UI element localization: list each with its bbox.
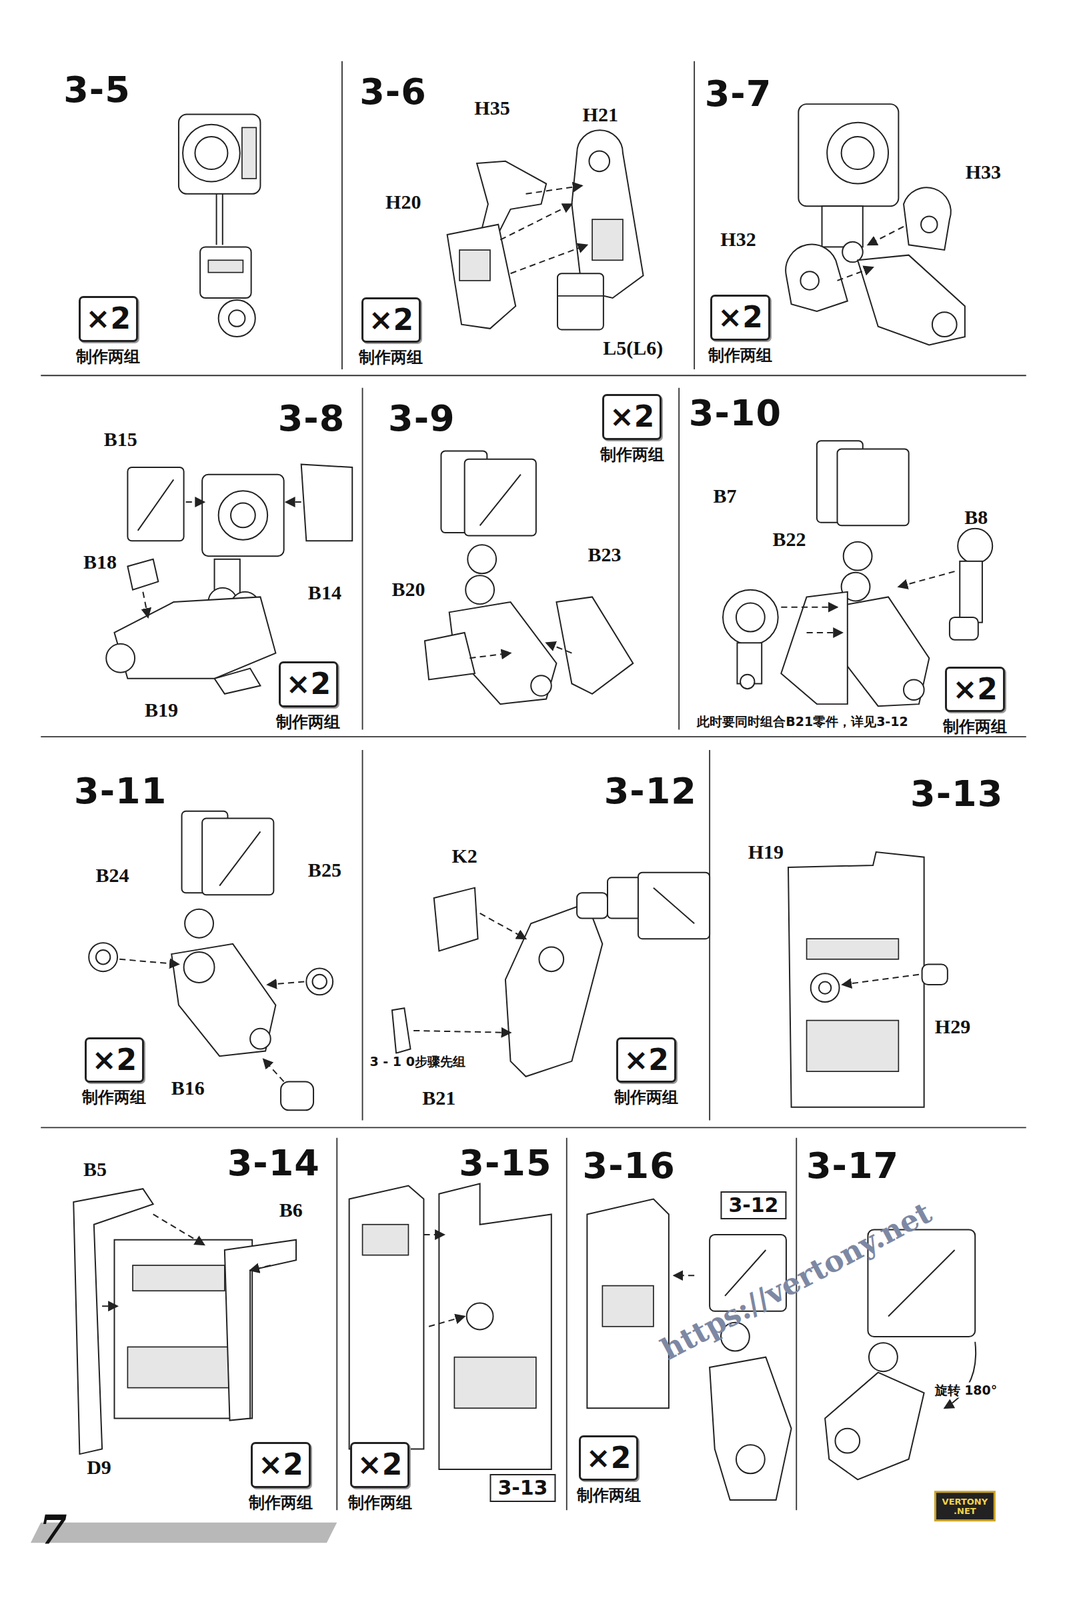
step-number: 3-17: [806, 1146, 899, 1186]
quantity-badge: ×2 制作两组: [76, 296, 141, 368]
step-number: 3-10: [688, 393, 782, 433]
part-label: H33: [963, 160, 1003, 183]
quantity-badge: ×2 制作两组: [600, 394, 665, 466]
quantity-mark: ×2: [278, 661, 339, 708]
quantity-badge: ×2 制作两组: [576, 1435, 641, 1508]
quantity-caption: 制作两组: [576, 1485, 641, 1507]
quantity-caption: 制作两组: [76, 346, 141, 368]
reference-number: 3-13: [489, 1474, 556, 1504]
step-number: 3-11: [74, 771, 167, 811]
quantity-caption: 制作两组: [942, 716, 1007, 738]
quantity-badge: ×2 制作两组: [348, 1442, 413, 1514]
reference-number: 3-12: [720, 1191, 787, 1221]
quantity-mark: ×2: [602, 394, 662, 441]
assembly-note: 3 - 1 0步骤先组: [368, 1054, 468, 1070]
part-label: H32: [718, 228, 758, 251]
quantity-badge: ×2制作两组: [358, 297, 423, 369]
step-number: 3-8: [278, 398, 346, 439]
step-reference: 3-12: [720, 1191, 787, 1221]
part-label: B20: [389, 578, 427, 601]
quantity-badge: ×2 制作两组: [276, 661, 341, 733]
part-label: H35: [472, 96, 512, 119]
step-number: 3-14: [227, 1144, 321, 1184]
step-number: 3-12: [604, 771, 697, 811]
part-label: B22: [770, 528, 809, 551]
step-number: 3-16: [582, 1146, 676, 1186]
part-label: L5(L6): [600, 336, 665, 359]
part-label: B8: [962, 505, 990, 528]
quantity-badge: ×2 制作两组: [82, 1037, 147, 1110]
step-number: 3-6: [359, 72, 427, 112]
logo-text: VERTONY .NET: [938, 1497, 992, 1518]
part-label: B23: [585, 543, 623, 566]
quantity-caption: 制作两组: [276, 711, 341, 733]
quantity-mark: ×2: [578, 1435, 639, 1482]
quantity-mark: ×2: [78, 296, 139, 343]
part-label: B19: [142, 698, 181, 721]
quantity-caption: 制作两组: [82, 1087, 147, 1109]
part-label: H20: [383, 190, 423, 213]
assembly-note: 旋转 180°: [932, 1383, 1000, 1399]
part-label: H21: [580, 103, 621, 126]
quantity-caption: 制作两组: [348, 1492, 413, 1514]
assembly-note: 此时要同时组合B21零件，详见3-12: [694, 714, 910, 730]
quantity-badge: ×2 制作两组: [248, 1442, 313, 1514]
step-number: 3-13: [910, 774, 1003, 814]
step-number: 3-5: [63, 70, 131, 110]
quantity-badge: ×2 制作两组: [614, 1037, 679, 1110]
part-label: B7: [711, 484, 739, 507]
part-label: H19: [746, 840, 786, 863]
step-number: 3-7: [704, 74, 773, 114]
quantity-mark: ×2: [710, 294, 770, 341]
quantity-mark: ×2: [350, 1442, 410, 1489]
part-label: B25: [306, 858, 344, 881]
quantity-badge: ×2 制作两组: [708, 294, 773, 367]
step-number: 3-15: [458, 1144, 552, 1184]
quantity-mark: ×2: [84, 1037, 145, 1084]
quantity-caption: 制作两组: [614, 1087, 679, 1109]
part-label: B14: [306, 581, 344, 604]
quantity-mark: ×2: [361, 297, 421, 344]
quantity-mark: ×2: [944, 666, 1005, 713]
part-label: H29: [932, 1014, 973, 1037]
part-label: K2: [449, 844, 479, 867]
step-reference: 3-13: [489, 1474, 556, 1504]
part-label: D9: [84, 1456, 114, 1479]
page-number: 7: [39, 1507, 68, 1552]
part-label: B16: [169, 1076, 207, 1099]
step-number: 3-9: [388, 398, 456, 439]
quantity-badge: ×2 制作两组: [942, 666, 1007, 739]
quantity-mark: ×2: [250, 1442, 311, 1489]
quantity-caption: 制作两组: [248, 1492, 313, 1514]
quantity-caption: 制作两组: [708, 344, 773, 367]
part-label: B21: [420, 1086, 458, 1109]
quantity-caption: 制作两组: [358, 346, 423, 369]
quantity-caption: 制作两组: [600, 444, 665, 466]
part-label: B15: [102, 428, 140, 451]
part-label: B24: [93, 864, 131, 887]
part-label: B18: [81, 550, 119, 573]
quantity-mark: ×2: [616, 1037, 676, 1084]
part-label: B6: [277, 1199, 305, 1222]
part-label: B5: [81, 1158, 109, 1181]
